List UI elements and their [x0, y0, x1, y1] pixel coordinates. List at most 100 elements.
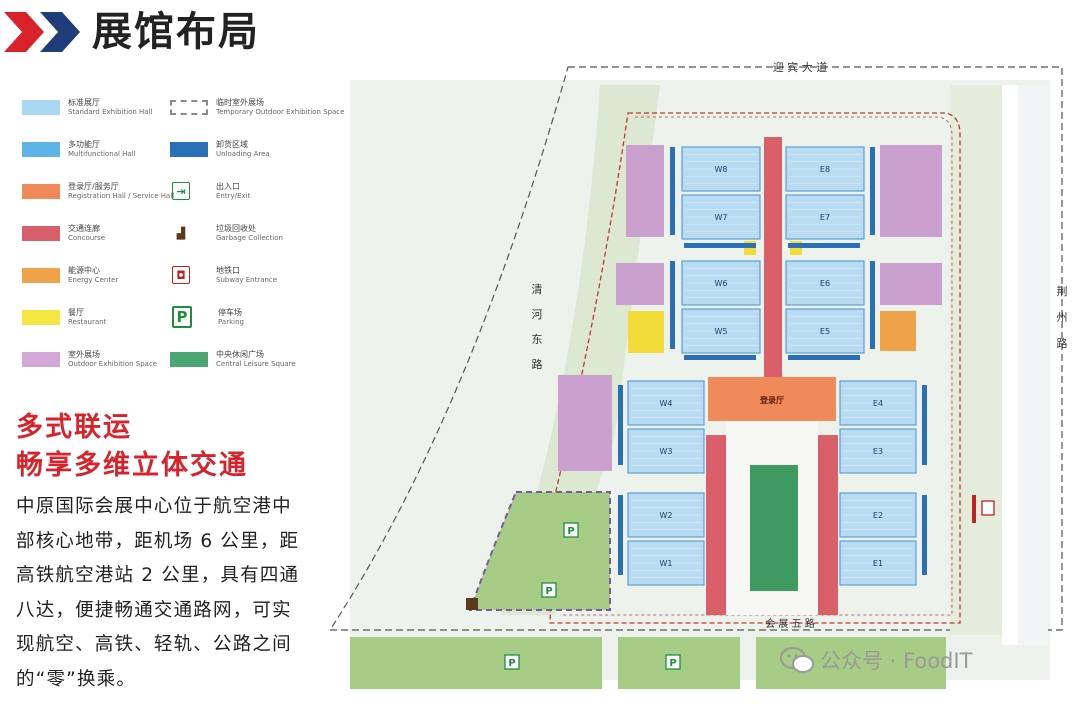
hall-label: W2	[660, 511, 673, 520]
parking-icon: P	[172, 306, 192, 328]
west-greenbelt	[500, 85, 660, 615]
legend-label-cn: 交通连廊	[68, 223, 100, 233]
road-label-char: 荆	[1057, 285, 1068, 298]
east-concourse	[818, 435, 838, 615]
legend-swatch	[22, 351, 60, 367]
headline-line-2: 畅享多维立体交通	[16, 450, 248, 481]
parking-south-1	[350, 637, 602, 689]
outdoor-exhibition-nw	[626, 145, 664, 237]
parking-glyph: P	[567, 526, 574, 537]
headline-line-1: 多式联运	[16, 412, 132, 443]
road-label-char: 清	[532, 283, 543, 296]
central-leisure-square	[750, 465, 798, 591]
legend-swatch	[22, 309, 60, 325]
chevron-red-icon	[2, 10, 46, 54]
registration-hall-label: 登录厅	[759, 395, 784, 405]
legend-label-cn: 卸货区域	[216, 139, 248, 149]
legend-label-en: Standard Exhibition Hall	[68, 107, 153, 116]
hall-label: W8	[715, 165, 728, 174]
east-road	[1002, 85, 1018, 645]
road-south-label: 会 展 五 路	[765, 617, 815, 630]
legend-label-cn: 能源中心	[68, 265, 100, 275]
central-concourse	[764, 137, 782, 377]
unloading-area	[670, 147, 675, 235]
legend-swatch-dashed	[170, 99, 208, 115]
legend-label-en: Energy Center	[68, 275, 119, 284]
outdoor-exhibition-w	[616, 263, 664, 305]
road-north-label: 迎 宾 大 道	[773, 60, 828, 74]
legend-label-cn: 临时室外展场	[216, 97, 264, 107]
description-text: 中原国际会展中心位于航空港中部核心地带，距机场 6 公里，距高铁航空港站 2 公…	[16, 496, 300, 690]
hall-label: W6	[715, 279, 728, 288]
hall-label: W7	[715, 213, 728, 222]
legend-label-cn: 出入口	[216, 181, 240, 191]
parking-glyph: P	[508, 658, 515, 669]
outdoor-exhibition-ne	[880, 145, 942, 237]
hall-label: E5	[820, 327, 830, 336]
unloading-area	[618, 385, 623, 465]
legend-swatch	[170, 141, 208, 157]
outdoor-exhibition-sw	[558, 375, 612, 471]
chevron-navy-icon	[38, 10, 82, 54]
garbage-icon	[466, 598, 478, 610]
garbage-icon: ▟	[176, 226, 186, 240]
parking-glyph: P	[669, 658, 676, 669]
east-buildings	[1018, 85, 1048, 645]
unloading-area	[922, 495, 927, 575]
legend-swatch	[22, 225, 60, 241]
unloading-area	[684, 243, 756, 248]
parking-icon	[563, 522, 579, 538]
legend-label-en: Concourse	[68, 233, 106, 242]
site-boundary	[328, 66, 1063, 631]
hall-label: W1	[660, 559, 673, 568]
watermark: 公众号 · FoodIT	[780, 640, 972, 680]
road-east-label: 荆州路	[1057, 285, 1068, 350]
legend-label-en: Restaurant	[68, 317, 107, 326]
legend-swatch	[22, 183, 60, 199]
parking-icon	[504, 654, 520, 670]
hall-label: W3	[660, 447, 673, 456]
hall-label: W5	[715, 327, 728, 336]
registration-hall	[708, 377, 836, 421]
unloading-area	[670, 261, 675, 349]
parking-southwest	[468, 491, 611, 611]
legend-label-en: Central Leisure Square	[216, 359, 296, 368]
legend-label-cn: 室外展场	[68, 349, 100, 359]
legend-label-cn: 标准展厅	[68, 97, 100, 107]
subway-icon: ◘	[172, 266, 190, 284]
legend-label-en: Multifunctional Hall	[68, 149, 136, 158]
entry-exit-icon: ⇥	[172, 182, 190, 200]
legend-label-en: Entry/Exit	[216, 191, 251, 200]
outdoor-exhibition-e	[880, 263, 942, 305]
hall-label: E3	[873, 447, 883, 456]
legend-label-cn: 垃圾回收处	[216, 223, 256, 233]
hall-label: E6	[820, 279, 830, 288]
legend-label-en: Garbage Collection	[216, 233, 283, 242]
subway-marker	[972, 495, 976, 523]
legend-swatch	[22, 267, 60, 283]
energy-center	[880, 311, 916, 351]
legend-label-en: Subway Entrance	[216, 275, 278, 284]
legend-label-en: Temporary Outdoor Exhibition Space	[216, 107, 345, 116]
parking-south-3	[756, 637, 946, 689]
unloading-area	[618, 495, 623, 575]
hall-label: E4	[873, 399, 883, 408]
legend-label-cn: 多功能厅	[68, 139, 100, 149]
legend-label-cn: 登录厅/服务厅	[68, 181, 119, 191]
internal-road	[549, 112, 961, 624]
